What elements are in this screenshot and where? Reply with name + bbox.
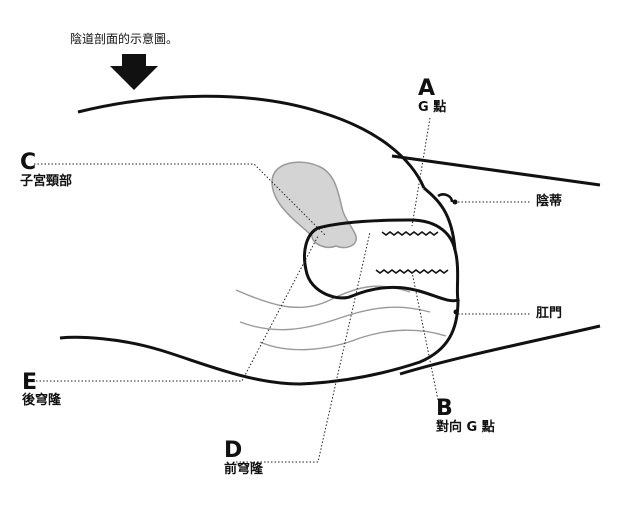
- down-arrow-icon: [110, 54, 158, 90]
- label-c-text: 子宮頸部: [20, 174, 73, 189]
- label-b-text: 對向 G 點: [436, 420, 495, 435]
- leader-a: [411, 117, 431, 227]
- anus-dot: [453, 309, 459, 315]
- leader-d: [236, 231, 371, 463]
- label-a-letter: A: [418, 76, 436, 101]
- label-a-text: G 點: [418, 100, 447, 115]
- vulva-outline: [423, 186, 457, 251]
- leader-e: [36, 235, 319, 382]
- label-c-letter: C: [20, 150, 37, 175]
- label-clitoris: 陰蒂: [536, 194, 563, 209]
- clitoris-dot: [452, 199, 458, 205]
- g-spot-texture: [381, 231, 439, 236]
- body-contour-upper: [77, 94, 426, 189]
- body-contour-lower: [59, 299, 460, 386]
- leader-c: [34, 163, 327, 237]
- background-waves: [235, 285, 447, 351]
- labia-upper: [391, 154, 601, 187]
- clitoris-bump: [437, 193, 454, 203]
- label-anus: 肛門: [536, 306, 563, 321]
- label-e-letter: E: [22, 370, 38, 395]
- label-b-letter: B: [436, 396, 453, 421]
- leader-b: [411, 271, 439, 401]
- buttock-line: [399, 324, 601, 376]
- label-d-text: 前穹隆: [224, 462, 264, 477]
- diagram-caption: 陰道剖面的示意圖。: [70, 32, 179, 46]
- uterus-shape: [271, 161, 357, 249]
- label-d-letter: D: [224, 438, 243, 463]
- label-e-text: 後穹隆: [22, 393, 62, 408]
